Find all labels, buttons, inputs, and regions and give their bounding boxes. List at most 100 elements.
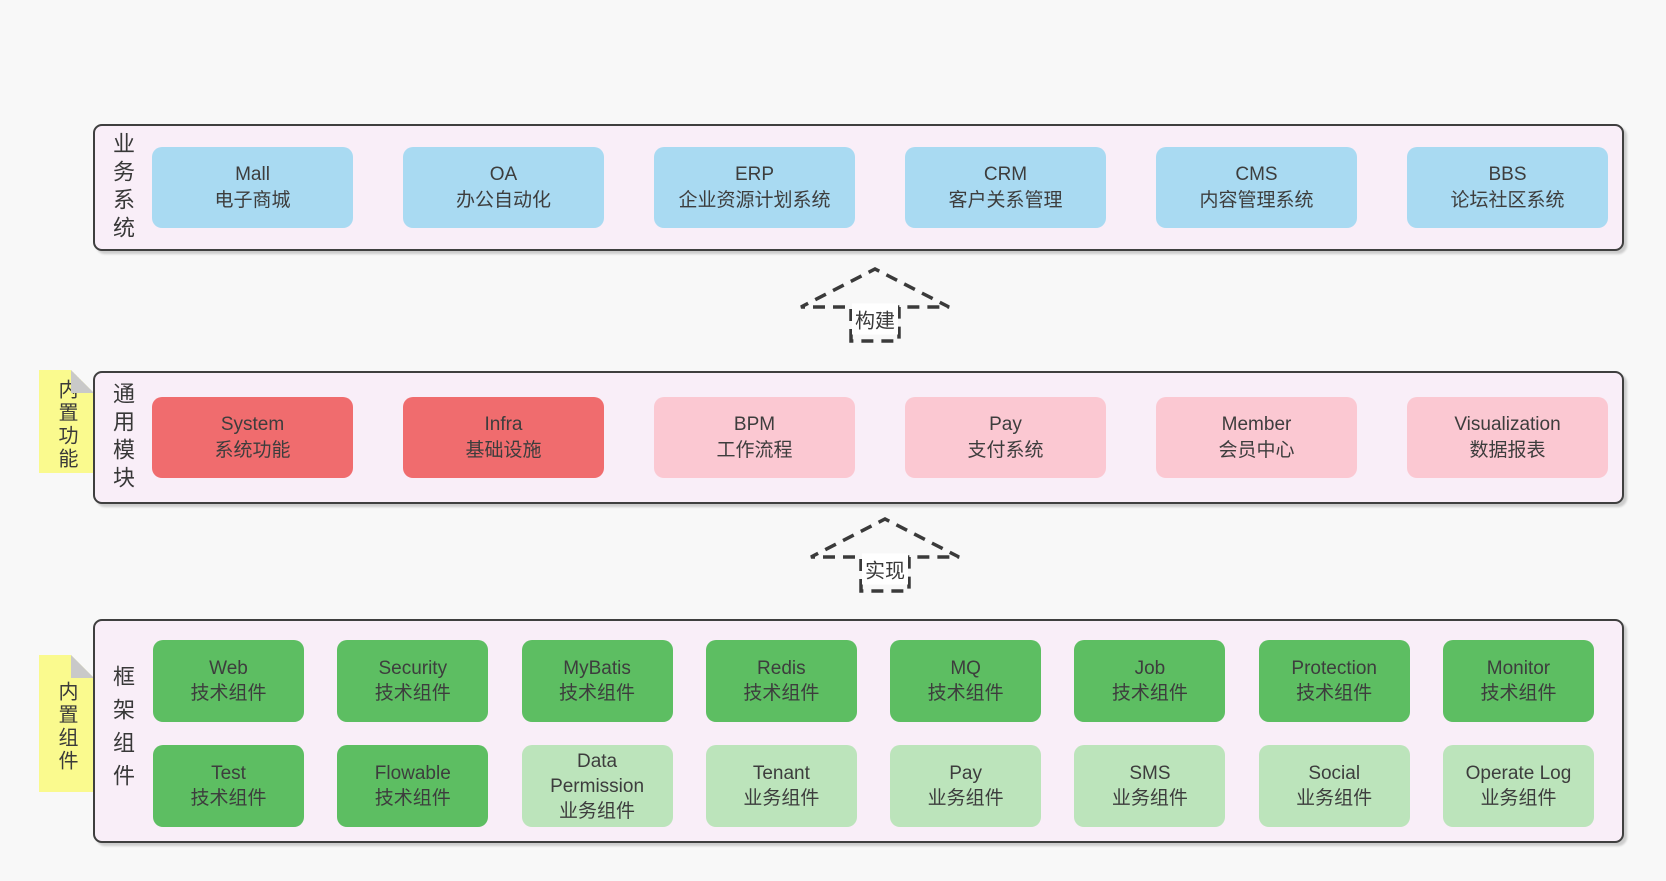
box-title: Redis (757, 658, 806, 679)
box-data-permission: Data Permission 业务组件 (521, 745, 673, 827)
box-title: MQ (950, 658, 981, 679)
box-title: Protection (1291, 658, 1377, 679)
box-subtitle: 会员中心 (1218, 439, 1295, 461)
box-bpm: BPM 工作流程 (654, 397, 855, 478)
box-subtitle: 内容管理系统 (1199, 189, 1314, 211)
arrow-implement-label: 实现 (862, 553, 908, 585)
box-title: Mall (235, 163, 270, 185)
box-title: Job (1134, 658, 1166, 679)
box-title: SMS (1129, 763, 1171, 784)
box-title: Security (378, 658, 448, 679)
box-subtitle: 技术组件 (1296, 683, 1373, 704)
box-title: Web (209, 658, 248, 679)
box-mq: MQ 技术组件 (890, 640, 1042, 722)
layer-common-modules: 通用模块 System 系统功能 Infra 基础设施 BPM 工作流程 Pay… (93, 371, 1624, 504)
box-title: CRM (983, 163, 1028, 185)
framework-components-row-2: Test 技术组件 Flowable 技术组件 Data Permission … (153, 745, 1594, 827)
layer-title: 通用模块 (110, 381, 135, 494)
box-oa: OA 办公自动化 (403, 147, 604, 228)
box-bbs: BBS 论坛社区系统 (1407, 147, 1608, 228)
box-title: Pay (949, 763, 982, 784)
box-subtitle: 技术组件 (1480, 683, 1557, 704)
box-subtitle: 业务组件 (559, 800, 636, 822)
box-crm: CRM 客户关系管理 (905, 147, 1106, 228)
box-pay: Pay 支付系统 (905, 397, 1106, 478)
sticky-note-label: 内置组件 (55, 680, 77, 773)
common-modules-row: System 系统功能 Infra 基础设施 BPM 工作流程 Pay 支付系统… (152, 373, 1608, 502)
box-security: Security 技术组件 (337, 640, 489, 722)
box-title: Monitor (1486, 658, 1551, 679)
box-subtitle: 技术组件 (190, 788, 267, 809)
box-title: System (220, 413, 285, 435)
box-subtitle: 支付系统 (967, 439, 1044, 461)
box-subtitle: 业务组件 (743, 788, 820, 809)
box-protection: Protection 技术组件 (1258, 640, 1410, 722)
box-tenant: Tenant 业务组件 (705, 745, 857, 827)
box-subtitle: 技术组件 (743, 683, 820, 704)
box-social: Social 业务组件 (1258, 745, 1410, 827)
layer-title: 业务系统 (110, 131, 135, 244)
box-title: Test (211, 763, 246, 784)
box-member: Member 会员中心 (1156, 397, 1357, 478)
box-title: Visualization (1454, 413, 1561, 435)
box-web: Web 技术组件 (153, 640, 304, 722)
sticky-note-builtin-components: 内置组件 (39, 655, 94, 792)
dashed-up-arrow-icon (810, 517, 960, 593)
box-subtitle: 业务组件 (1111, 788, 1188, 809)
box-mall: Mall 电子商城 (152, 147, 353, 228)
box-monitor: Monitor 技术组件 (1442, 640, 1594, 722)
arrow-build-label: 构建 (852, 303, 898, 335)
box-subtitle: 技术组件 (374, 788, 451, 809)
business-systems-row: Mall 电子商城 OA 办公自动化 ERP 企业资源计划系统 CRM 客户关系… (152, 126, 1608, 249)
box-title: Social (1308, 763, 1361, 784)
box-title: OA (489, 163, 518, 185)
box-subtitle: 业务组件 (927, 788, 1004, 809)
box-title: MyBatis (563, 658, 631, 679)
box-subtitle: 数据报表 (1469, 439, 1546, 461)
box-subtitle: 技术组件 (559, 683, 636, 704)
arrow-build: 构建 (795, 266, 955, 344)
box-title: CMS (1235, 163, 1278, 185)
box-title: Flowable (374, 763, 451, 784)
sticky-note-label: 内置功能 (55, 378, 77, 471)
box-subtitle: 系统功能 (214, 439, 291, 461)
box-title: ERP (734, 163, 775, 185)
layer-framework-components: 框架组件 Web 技术组件 Security 技术组件 MyBatis 技术组件… (93, 619, 1624, 843)
box-redis: Redis 技术组件 (705, 640, 857, 722)
box-operate-log: Operate Log 业务组件 (1442, 745, 1594, 827)
dashed-up-arrow-icon (800, 267, 950, 343)
box-infra: Infra 基础设施 (403, 397, 604, 478)
box-erp: ERP 企业资源计划系统 (654, 147, 855, 228)
box-pay-business: Pay 业务组件 (890, 745, 1042, 827)
box-test: Test 技术组件 (153, 745, 304, 827)
box-system: System 系统功能 (152, 397, 353, 478)
box-sms: SMS 业务组件 (1074, 745, 1226, 827)
box-title: Data Permission (550, 750, 645, 797)
box-title: Tenant (752, 763, 810, 784)
sticky-note-builtin-features: 内置功能 (39, 370, 94, 473)
box-mybatis: MyBatis 技术组件 (521, 640, 673, 722)
box-subtitle: 技术组件 (927, 683, 1004, 704)
layer-business-systems: 业务系统 Mall 电子商城 OA 办公自动化 ERP 企业资源计划系统 CRM… (93, 124, 1624, 251)
box-subtitle: 办公自动化 (455, 189, 551, 211)
framework-components-row-1: Web 技术组件 Security 技术组件 MyBatis 技术组件 Redi… (153, 640, 1594, 722)
box-subtitle: 基础设施 (465, 439, 542, 461)
arrow-implement: 实现 (805, 516, 965, 594)
box-title: BPM (733, 413, 776, 435)
box-subtitle: 业务组件 (1480, 788, 1557, 809)
box-subtitle: 技术组件 (190, 683, 267, 704)
box-subtitle: 电子商城 (214, 189, 291, 211)
box-subtitle: 业务组件 (1296, 788, 1373, 809)
box-subtitle: 客户关系管理 (948, 189, 1063, 211)
box-title: Operate Log (1465, 763, 1572, 784)
layer-title: 框架组件 (110, 665, 135, 797)
box-title: Pay (989, 413, 1022, 435)
box-subtitle: 论坛社区系统 (1450, 189, 1565, 211)
box-subtitle: 技术组件 (374, 683, 451, 704)
box-subtitle: 企业资源计划系统 (678, 189, 831, 211)
box-flowable: Flowable 技术组件 (337, 745, 489, 827)
box-title: Member (1221, 413, 1292, 435)
box-title: Infra (484, 413, 523, 435)
box-title: BBS (1488, 163, 1527, 185)
